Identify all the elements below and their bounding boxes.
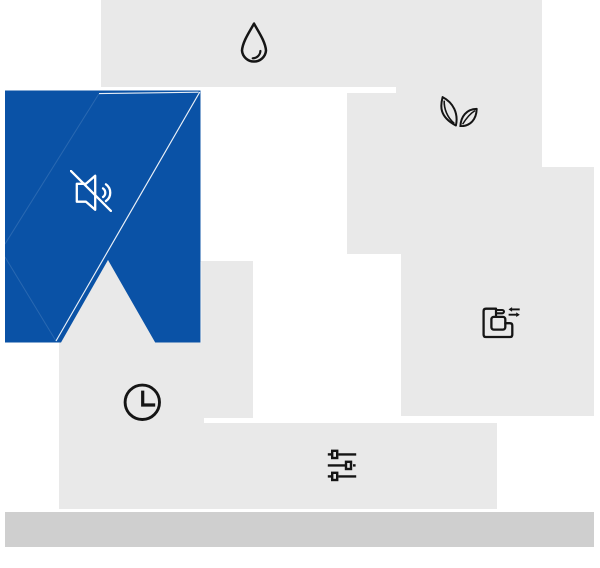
eco-tile-surface <box>396 0 542 93</box>
droplet-icon <box>240 22 268 65</box>
sliders-icon <box>327 448 357 482</box>
bottom-bar <box>5 512 594 547</box>
leaf-icon <box>440 96 478 127</box>
mute-icon <box>70 170 112 212</box>
sound-off-tile-ribbon <box>5 90 202 343</box>
transfer-tile-surface <box>401 167 594 416</box>
transfer-icon <box>480 304 520 340</box>
clock-icon <box>122 382 162 422</box>
